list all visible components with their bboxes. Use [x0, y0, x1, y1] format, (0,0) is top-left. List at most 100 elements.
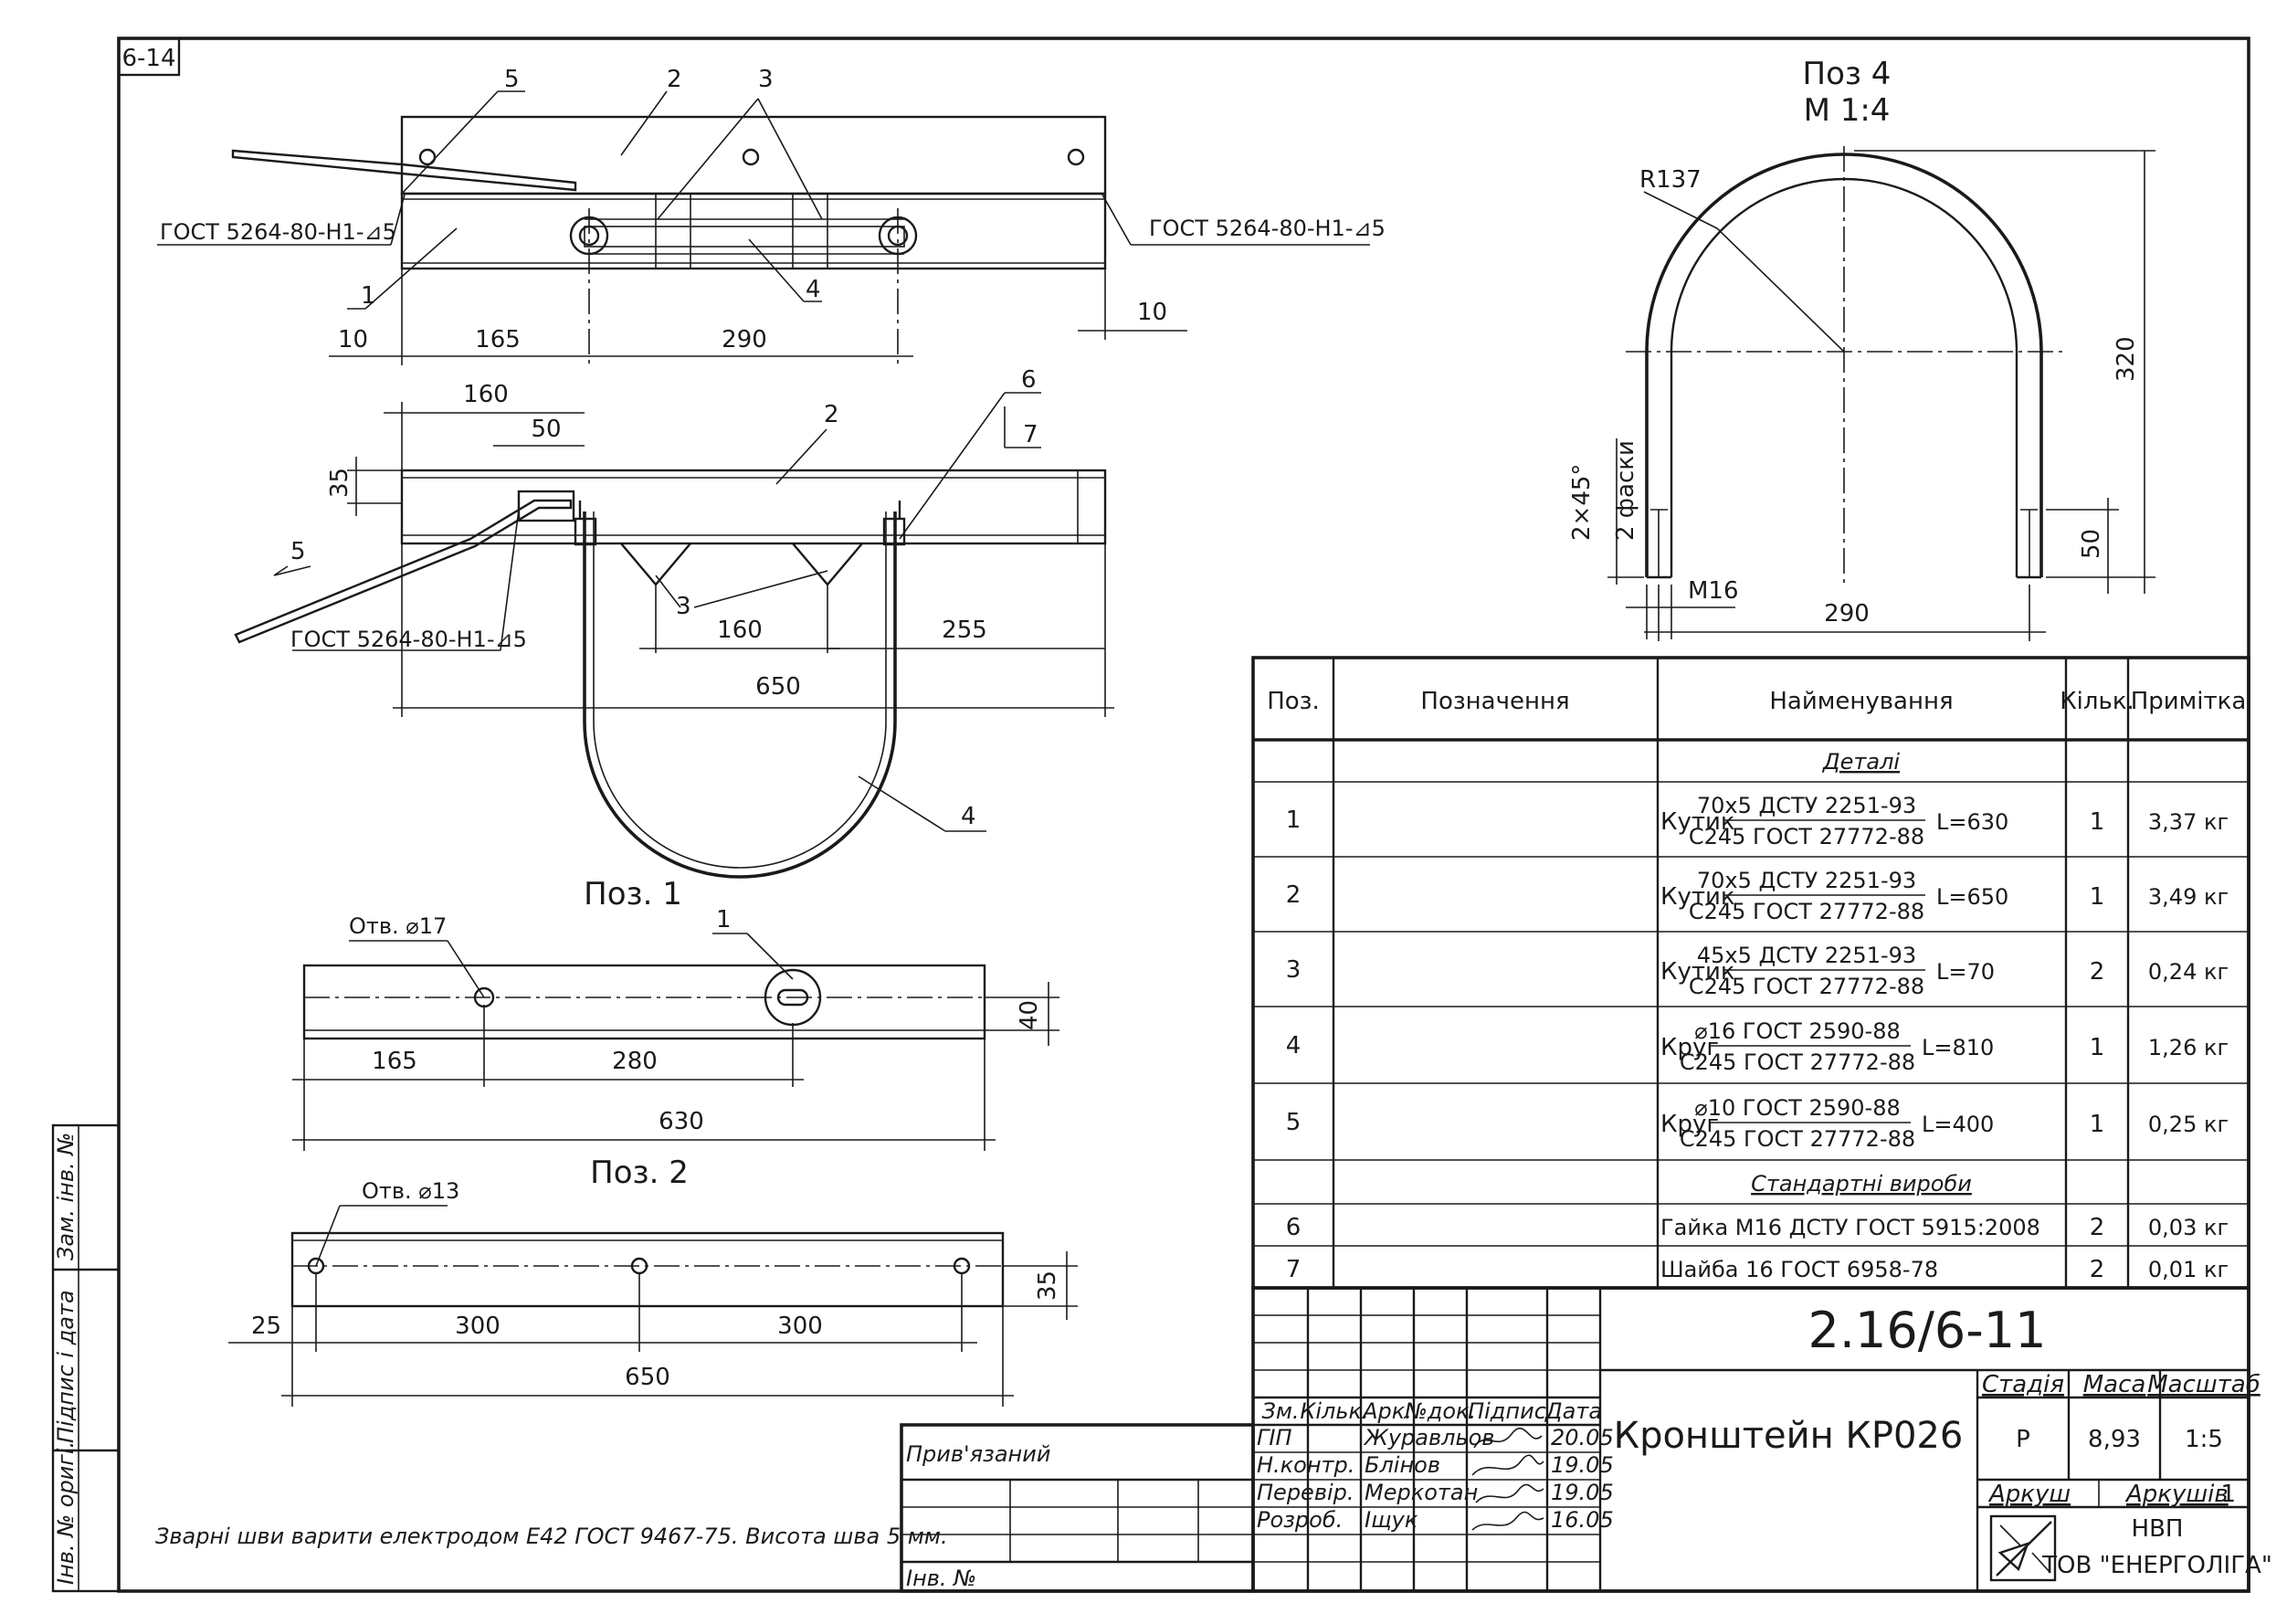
spec-row-1-len: L=630	[1936, 809, 2008, 835]
spec-row-2-note: 3,49 кг	[2148, 884, 2229, 910]
pos4-thread-len: 50	[2078, 529, 2105, 559]
spec-row-5-pos: 5	[1286, 1109, 1302, 1136]
staff-rozrob-date: 16.05	[1551, 1507, 1614, 1533]
spec-row-5-len: L=400	[1922, 1112, 1994, 1137]
spec-row-4-pos: 4	[1286, 1032, 1302, 1060]
sheets-value: 1	[2220, 1481, 2236, 1508]
spec-row-2-bottom: С245 ГОСТ 27772-88	[1689, 899, 1924, 924]
front-dim-650: 650	[755, 673, 801, 701]
spec-row-4-prefix: Круг	[1660, 1034, 1719, 1061]
title-col-qty: Кільк.	[1300, 1398, 1368, 1424]
pos2-hole: Отв. ⌀13	[362, 1178, 459, 1204]
front-view: 160 50 35 160 255 650 6 7 2 5 3 4 ГОСТ 5…	[234, 366, 1114, 879]
staff-nkontr-name: Блінов	[1365, 1452, 1440, 1478]
top-leader-10: 10	[1137, 299, 1167, 326]
pos2-dim-300b: 300	[777, 1313, 823, 1340]
top-dim-10: 10	[338, 326, 368, 353]
title-col-date: Дата	[1544, 1398, 1602, 1424]
spec-row-2-qty: 1	[2090, 883, 2105, 911]
title-col-doc: №док.	[1403, 1398, 1476, 1424]
pos2-dim-35: 35	[1034, 1271, 1061, 1301]
org-line1: НВП	[2132, 1515, 2184, 1543]
pos1-dim-280: 280	[612, 1048, 658, 1075]
spec-row-5-prefix: Круг	[1660, 1111, 1719, 1138]
front-leader-2: 2	[824, 401, 839, 428]
spec-row-2-prefix: Кутик	[1660, 883, 1735, 911]
front-dim-50: 50	[531, 416, 561, 443]
staff-gip-role: ГІП	[1257, 1425, 1292, 1450]
spec-row-1-pos: 1	[1286, 807, 1302, 834]
spec-row-1-qty: 1	[2090, 808, 2105, 836]
bound-label: Прив'язаний	[906, 1441, 1050, 1467]
sheets-label: Аркушів	[2124, 1481, 2229, 1508]
signatures	[1471, 1427, 1544, 1531]
pos1-dim-40: 40	[1016, 1000, 1043, 1030]
top-leader-4: 4	[806, 276, 821, 303]
spec-row-5-note: 0,25 кг	[2148, 1112, 2229, 1137]
spec-row-7-qty: 2	[2090, 1256, 2105, 1283]
company-logo-icon	[1989, 1514, 2057, 1582]
spec-row-6-pos: 6	[1286, 1214, 1302, 1241]
pos4-chamfer: 2×45°	[1568, 464, 1596, 541]
spec-row-6-name: Гайка М16 ДСТУ ГОСТ 5915:2008	[1660, 1215, 2040, 1240]
staff-perevir-role: Перевір.	[1257, 1480, 1354, 1505]
spec-row-2-len: L=650	[1936, 884, 2008, 910]
top-view: 5 2 3 1 4 10 ГОСТ 5264-80-Н1-⊿5 ГОСТ 526…	[157, 66, 1386, 365]
spec-row-3-len: L=70	[1936, 959, 1995, 985]
spec-row-5-qty: 1	[2090, 1111, 2105, 1138]
pos4-detail: Поз 4 М 1:4 R137 320 50 2×45° 2 фаски М1…	[1568, 56, 2155, 641]
spec-row-1-note: 3,37 кг	[2148, 809, 2229, 835]
spec-row-6-note: 0,03 кг	[2148, 1215, 2229, 1240]
front-leader-7: 7	[1023, 421, 1038, 448]
spec-row-3-bottom: С245 ГОСТ 27772-88	[1689, 974, 1924, 999]
product-name: Кронштейн КР026	[1614, 1415, 1964, 1457]
pos2-detail: Поз. 2 25 300 300 650 35 Отв. ⌀13	[228, 1155, 1078, 1407]
title-block: Зм. Кільк. Арк. №док. Підпис Дата ГІП Жу…	[1251, 1286, 2272, 1593]
top-leader-5: 5	[504, 66, 520, 93]
pos4-title: Поз 4	[1803, 56, 1892, 92]
staff-gip-date: 20.05	[1551, 1425, 1614, 1450]
pos1-title: Поз. 1	[584, 876, 682, 912]
front-leader-5: 5	[290, 538, 306, 565]
front-dim-160: 160	[463, 381, 509, 408]
spec-header-pos: Поз.	[1267, 688, 1320, 715]
staff-rozrob-role: Розроб.	[1257, 1507, 1343, 1533]
front-dim-35: 35	[326, 468, 353, 498]
staff-perevir-date: 19.05	[1551, 1480, 1614, 1505]
staff-nkontr-date: 19.05	[1551, 1452, 1614, 1478]
top-dim-290: 290	[722, 326, 767, 353]
pos4-width: 290	[1824, 600, 1870, 627]
staff-gip-name: Журавльов	[1363, 1425, 1494, 1450]
spec-row-3-note: 0,24 кг	[2148, 959, 2229, 985]
mass-label: Маса	[2083, 1371, 2146, 1398]
pos2-dim-650: 650	[625, 1364, 670, 1391]
front-dim-255: 255	[942, 617, 987, 644]
pos1-dim-165: 165	[372, 1048, 417, 1075]
weld-label-left: ГОСТ 5264-80-Н1-⊿5	[160, 219, 396, 245]
stamp-orig-inv: Інв. № оригі.	[53, 1441, 79, 1585]
pos4-height: 320	[2113, 336, 2140, 382]
spec-header-note: Примітка	[2131, 688, 2247, 715]
spec-row-3-top: 45х5 ДСТУ 2251-93	[1697, 943, 1916, 968]
spec-section-details: Деталі	[1822, 749, 1901, 775]
spec-table: Поз. Позначення Найменування Кільк. Прим…	[1251, 656, 2250, 1290]
spec-row-4-note: 1,26 кг	[2148, 1035, 2229, 1060]
spec-row-4-bottom: С245 ГОСТ 27772-88	[1680, 1049, 1915, 1075]
spec-row-7-name: Шайба 16 ГОСТ 6958-78	[1660, 1257, 1938, 1282]
welding-note: Зварні шви варити електродом Е42 ГОСТ 94…	[155, 1524, 948, 1549]
front-weld-label: ГОСТ 5264-80-Н1-⊿5	[290, 627, 527, 652]
spec-row-1-top: 70х5 ДСТУ 2251-93	[1697, 793, 1916, 818]
side-stamp: Зам. інв. № Підпис і дата Інв. № оригі.	[51, 1123, 121, 1593]
pos4-scale: М 1:4	[1804, 92, 1891, 129]
front-leader-4: 4	[961, 803, 976, 830]
title-col-sheet: Арк.	[1361, 1398, 1412, 1424]
pos4-thread: М16	[1688, 577, 1739, 605]
stage-value: Р	[2016, 1426, 2030, 1453]
spec-row-4-qty: 1	[2090, 1034, 2105, 1061]
spec-row-2-pos: 2	[1286, 881, 1302, 909]
spec-header-qty: Кільк.	[2060, 688, 2134, 715]
spec-row-3-pos: 3	[1286, 956, 1302, 984]
top-leader-1: 1	[361, 282, 376, 310]
staff-nkontr-role: Н.контр.	[1257, 1452, 1354, 1478]
